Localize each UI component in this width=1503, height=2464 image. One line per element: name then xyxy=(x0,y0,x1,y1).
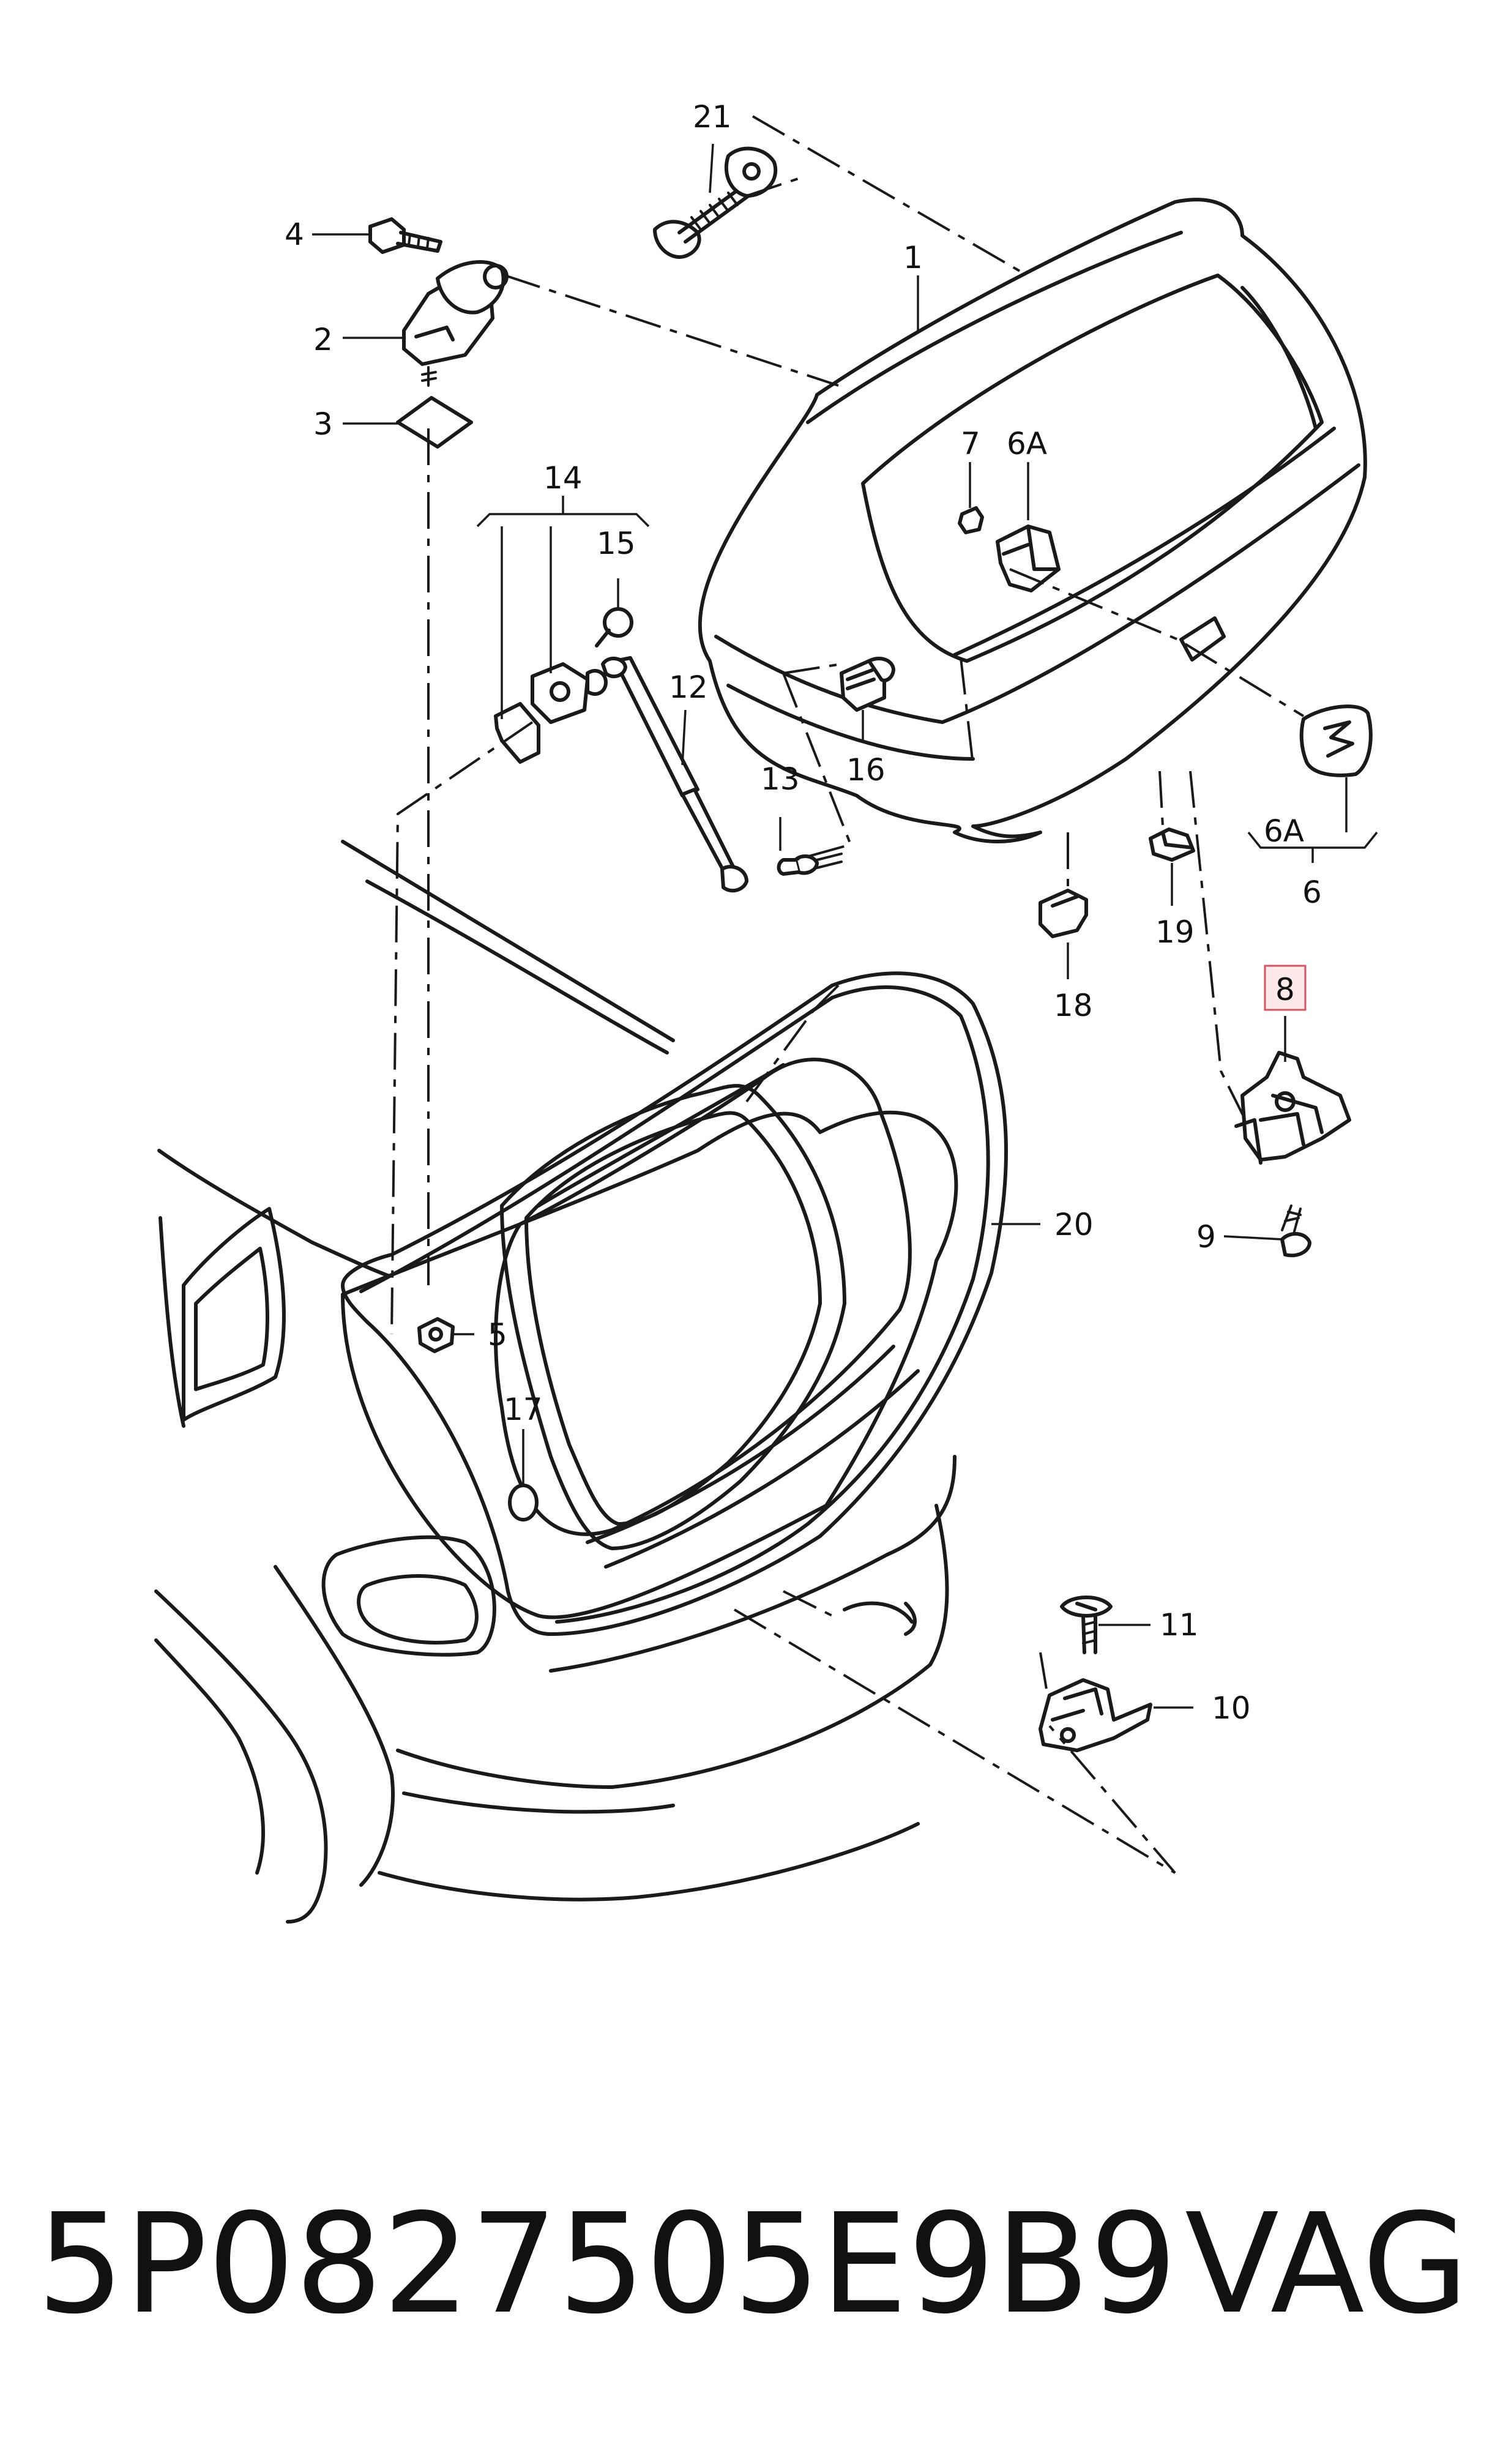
tailgate xyxy=(698,198,1367,843)
callout-8: 8 xyxy=(1275,972,1295,1007)
callout-6: 6 xyxy=(1302,875,1322,910)
part-17-plug xyxy=(508,1484,539,1521)
callout-10: 10 xyxy=(1212,1690,1251,1726)
callout-12: 12 xyxy=(669,670,708,705)
callout-8-highlight xyxy=(1264,965,1307,1011)
part-19-stop xyxy=(1149,827,1195,862)
callout-4: 4 xyxy=(285,217,304,252)
callout-21: 21 xyxy=(693,99,732,135)
callout-3: 3 xyxy=(313,406,333,442)
part-18-buffer xyxy=(1039,889,1088,938)
callout-16: 16 xyxy=(846,752,886,788)
brand-label: VAG xyxy=(1185,2184,1469,2345)
part-3-shim xyxy=(396,396,473,449)
callout-2: 2 xyxy=(313,322,333,357)
part-2-hinge xyxy=(402,260,509,387)
assembly-lines xyxy=(390,115,1305,1874)
part-10-striker xyxy=(1039,1678,1152,1752)
part-6-emblem xyxy=(1299,704,1373,777)
part-5-nut xyxy=(417,1317,455,1353)
part-4-bolt xyxy=(368,217,442,254)
vehicle-body xyxy=(154,840,958,1924)
callout-6A-bottom: 6A xyxy=(1264,813,1304,849)
part-16-socket xyxy=(840,657,895,712)
part-21-spring-strap xyxy=(653,146,778,259)
part-number-footer: 5P0827505E9B9 VAG xyxy=(37,2185,1469,2344)
callout-19: 19 xyxy=(1155,914,1195,950)
part-9-screw xyxy=(1280,1204,1311,1258)
part-15-ball-stud xyxy=(595,607,633,648)
part-6a-housing xyxy=(996,525,1061,592)
callout-18: 18 xyxy=(1054,988,1093,1023)
leader-lines xyxy=(312,143,1378,1709)
part-8-lock xyxy=(1234,1051,1351,1165)
part-7-nut xyxy=(958,506,984,534)
callout-5: 5 xyxy=(488,1317,507,1353)
callout-14: 14 xyxy=(543,460,583,496)
callout-1: 1 xyxy=(903,240,923,275)
part-11-screw xyxy=(1060,1596,1113,1654)
part-13-screw xyxy=(777,853,843,876)
part-number: 5P0827505E9B9 xyxy=(37,2184,1177,2345)
tailgate-seal xyxy=(341,971,1008,1636)
callout-15: 15 xyxy=(597,526,636,561)
callout-17: 17 xyxy=(504,1392,543,1427)
callout-9: 9 xyxy=(1196,1219,1216,1255)
callout-7: 7 xyxy=(961,426,980,461)
part-12-gas-strut xyxy=(601,656,748,893)
callout-6A-top: 6A xyxy=(1007,426,1047,461)
callout-labels: 21 1 4 2 3 14 15 12 7 6A 16 13 6A 6 8 18… xyxy=(285,99,1322,1726)
part-14-bracket xyxy=(494,662,608,764)
window-frame xyxy=(500,1084,846,1550)
callout-11: 11 xyxy=(1160,1607,1199,1643)
callout-13: 13 xyxy=(761,761,800,797)
callout-20: 20 xyxy=(1054,1207,1094,1242)
